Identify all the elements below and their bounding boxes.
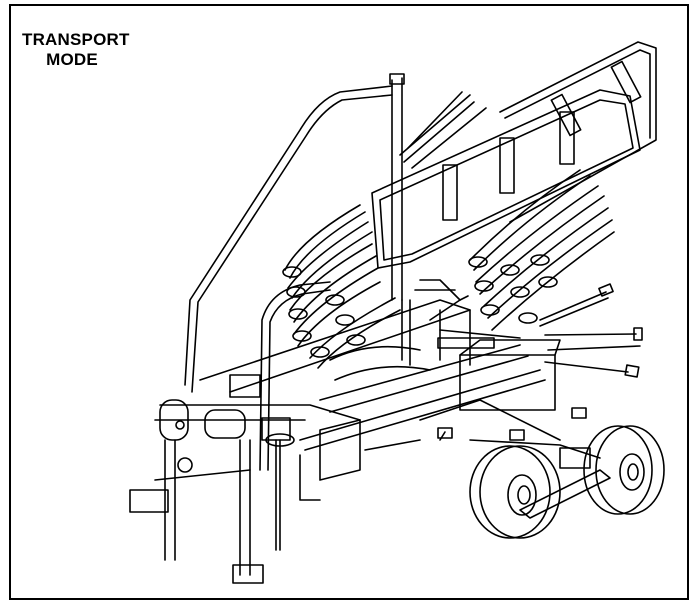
- left-tine-bank: [283, 92, 486, 368]
- rear-axle-frame: [300, 400, 610, 518]
- rear-deflector-panel: [500, 42, 656, 222]
- spare-tines: [540, 284, 642, 377]
- main-chassis: [200, 296, 560, 450]
- guide-bars: [330, 280, 460, 380]
- caption-line-1: TRANSPORT: [22, 30, 130, 49]
- hydraulic-cylinder: [262, 418, 294, 550]
- figure-frame: [9, 4, 689, 600]
- figure-caption: TRANSPORT MODE: [22, 30, 130, 70]
- right-tine-bank: [469, 170, 614, 330]
- rear-hoop-frame: [185, 74, 404, 392]
- front-wheel: [470, 446, 560, 538]
- left-support-hoop: [260, 282, 330, 470]
- hitch-frame: [130, 375, 360, 583]
- caption-line-2: MODE: [46, 50, 98, 69]
- rear-wheel: [584, 426, 664, 514]
